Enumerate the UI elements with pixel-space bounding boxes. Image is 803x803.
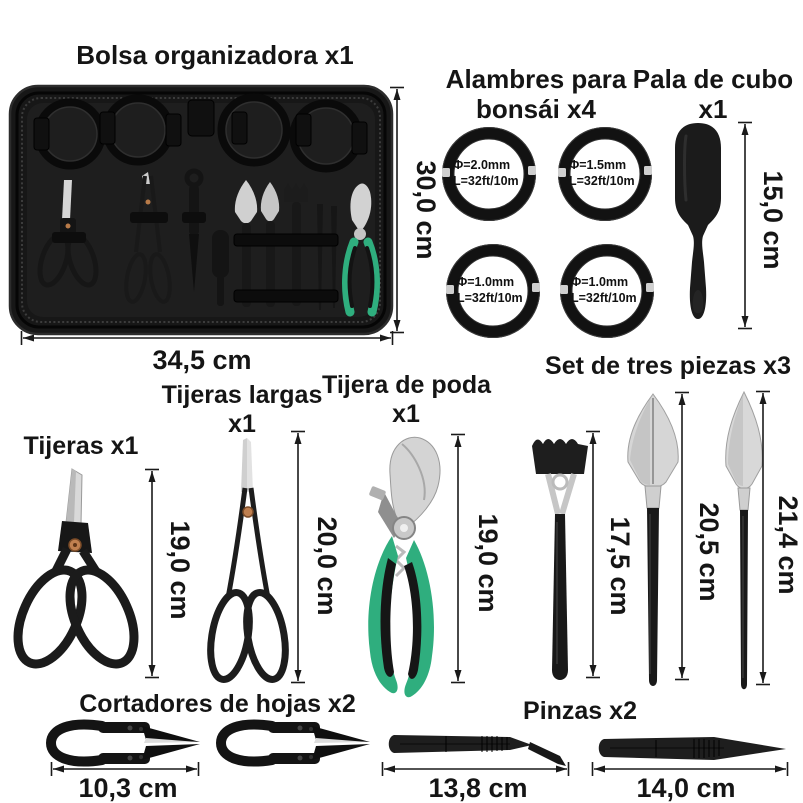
coil-diameter: Φ=2.0mm [453, 158, 511, 173]
scoop-height-label: 15,0 cm [758, 170, 788, 270]
bag-height-arrow [390, 86, 404, 334]
leaf-cutter-width-arrow [50, 762, 200, 776]
scoop-title-line2: x1 [698, 94, 728, 125]
wire-coil-image [446, 244, 540, 338]
wires-title-line2: bonsái x4 [476, 94, 596, 125]
pruning-shears-image [368, 436, 441, 698]
wire-coil-3: Φ=1.0mm L=32ft/10m [445, 243, 541, 339]
coil-diameter: Φ=1.0mm [457, 275, 515, 290]
wire-coil-4: Φ=1.0mm L=32ft/10m [559, 243, 655, 339]
organizer-bag-image [8, 84, 394, 336]
wires-title: Alambres para bonsái x4 [430, 64, 642, 124]
coil-diameter: Φ=1.5mm [569, 158, 627, 173]
rake-height-arrow [586, 430, 600, 679]
wire-coil-image [560, 244, 654, 338]
narrow-shovel-image [725, 390, 763, 690]
scoop-height-arrow [738, 121, 752, 330]
coil-length: L=32ft/10m [569, 174, 635, 188]
bent-tweezers-width-label: 13,8 cm [428, 773, 528, 803]
rake-height-label: 17,5 cm [605, 516, 635, 616]
scissors-title: Tijeras x1 [23, 432, 139, 460]
coil-length: L=32ft/10m [571, 291, 637, 305]
pruner-height-label: 19,0 cm [473, 513, 503, 613]
bucket-scoop-image [675, 123, 721, 319]
pruner-height-arrow [451, 433, 465, 684]
narrow-shovel-height-arrow [756, 390, 770, 686]
bag-height-label: 30,0 cm [411, 160, 441, 260]
straight-tweezers-width-label: 14,0 cm [636, 773, 736, 803]
bag-width-arrow [20, 331, 394, 345]
wire-coil-image [442, 127, 536, 221]
coil-length: L=32ft/10m [453, 174, 519, 188]
bent-tweezers-image [388, 735, 566, 766]
wire-coil-2: Φ=1.5mm L=32ft/10m [557, 126, 653, 222]
long-scissors-height-arrow [291, 430, 305, 684]
bag-title: Bolsa organizadora x1 [76, 40, 354, 70]
scoop-title-line1: Pala de cubo [632, 64, 794, 94]
long-scissors-title-line1: Tijeras largas [161, 381, 323, 409]
wide-shovel-height-label: 20,5 cm [694, 502, 724, 602]
bent-tweezers-width-arrow [381, 762, 570, 776]
wire-coil-image [558, 127, 652, 221]
coil-length: L=32ft/10m [457, 291, 523, 305]
straight-tweezers-image [598, 737, 786, 760]
leaf-cutters-title: Cortadores de hojas x2 [79, 690, 356, 718]
narrow-shovel-height-label: 21,4 cm [773, 495, 803, 595]
pruner-title-line1: Tijera de poda [322, 371, 492, 399]
bag-width-label: 34,5 cm [152, 345, 252, 375]
straight-tweezers-width-arrow [591, 762, 789, 776]
leaf-cutter-width-label: 10,3 cm [78, 773, 178, 803]
wide-shovel-height-arrow [675, 391, 689, 681]
wide-shovel-image [627, 393, 679, 686]
pruner-title: Tijera de poda x1 [322, 371, 492, 429]
long-scissors-title: Tijeras largas x1 [160, 381, 324, 439]
coil-diameter: Φ=1.0mm [571, 275, 629, 290]
scissors-height-label: 19,0 cm [165, 520, 195, 620]
scoop-title: Pala de cubo x1 [630, 64, 796, 124]
wire-coil-label: Φ=1.0mm L=32ft/10m [445, 243, 541, 339]
rake-image [532, 439, 588, 680]
long-scissors-title-line2: x1 [228, 410, 256, 438]
wire-coil-label: Φ=1.0mm L=32ft/10m [559, 243, 655, 339]
wire-coil-1: Φ=2.0mm L=32ft/10m [441, 126, 537, 222]
pruner-title-line2: x1 [392, 400, 420, 428]
three-piece-title: Set de tres piezas x3 [545, 352, 791, 380]
tweezers-title: Pinzas x2 [523, 697, 637, 725]
leaf-cutter-image-1 [45, 719, 200, 767]
bonsai-scissors-image [13, 468, 139, 669]
wire-coil-label: Φ=1.5mm L=32ft/10m [557, 126, 653, 222]
scissors-height-arrow [145, 468, 159, 679]
wire-coil-label: Φ=2.0mm L=32ft/10m [441, 126, 537, 222]
long-scissors-height-label: 20,0 cm [312, 516, 342, 616]
wires-title-line1: Alambres para [445, 64, 627, 94]
leaf-cutter-image-2 [215, 719, 370, 767]
long-scissors-image [207, 438, 289, 683]
